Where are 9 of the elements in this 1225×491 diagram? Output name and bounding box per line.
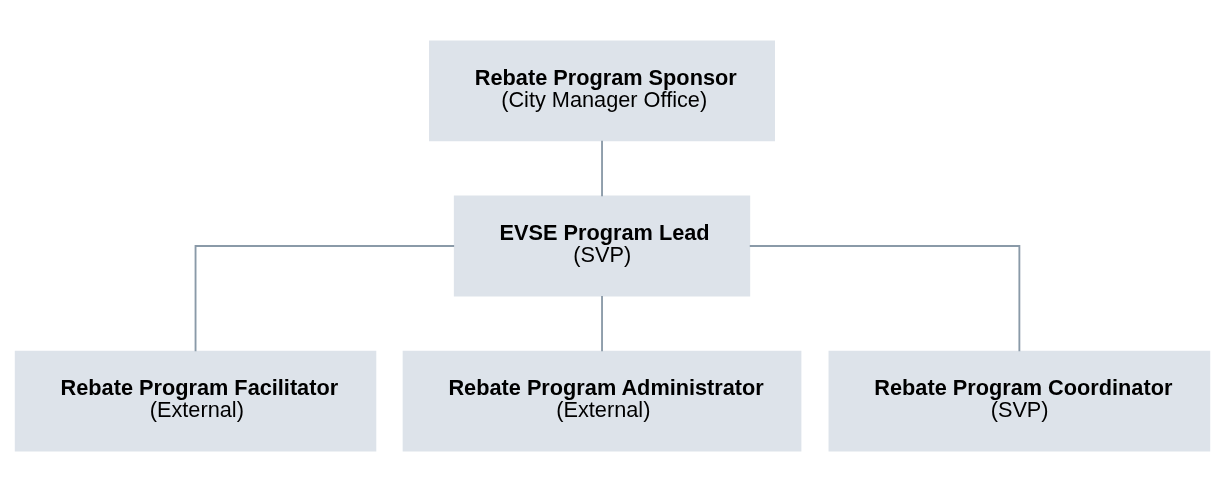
node-box: Rebate Program Administrator (External) (402, 350, 802, 452)
connector (601, 139, 603, 197)
connector (748, 244, 1021, 352)
node-box: EVSE Program Lead (SVP) (453, 195, 751, 296)
node-box: Rebate Program Sponsor (City Manager Office) (429, 39, 775, 141)
node-box: Rebate Program Coordinator (SVP) (828, 350, 1211, 452)
connector (194, 244, 456, 352)
connector (601, 294, 603, 352)
node-box: Rebate Program Facilitator (External) (14, 350, 377, 452)
